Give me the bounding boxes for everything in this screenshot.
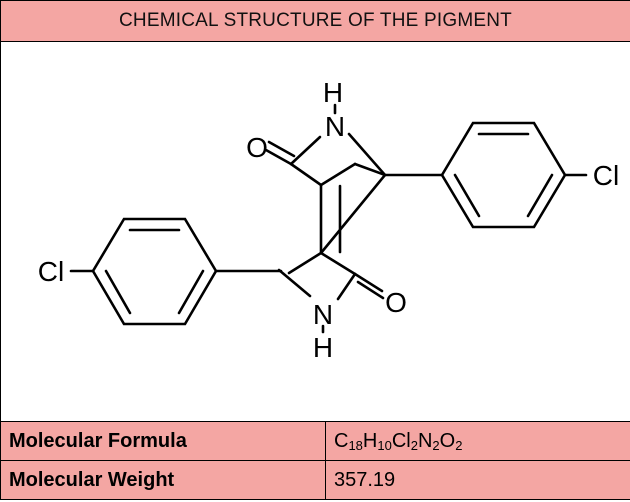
table-title: CHEMICAL STRUCTURE OF THE PIGMENT xyxy=(0,0,630,42)
header-row: CHEMICAL STRUCTURE OF THE PIGMENT xyxy=(0,0,630,42)
chemical-structure-diagram: H N O N H O Cl Cl xyxy=(38,77,619,363)
pyrrole-core xyxy=(264,103,387,334)
formula-element-o: O xyxy=(439,429,456,452)
formula-count-cl: 2 xyxy=(410,437,418,453)
structure-row: H N O N H O Cl Cl xyxy=(0,41,630,422)
formula-count-c: 18 xyxy=(348,437,363,453)
formula-element-c: C xyxy=(334,429,349,452)
formula-element-h: H xyxy=(362,429,378,452)
formula-label: Molecular Formula xyxy=(0,421,326,461)
chlorophenyl-right xyxy=(383,121,588,229)
atom-cl-right: Cl xyxy=(593,160,619,191)
formula-count-n: 2 xyxy=(432,437,440,453)
formula-element-cl: Cl xyxy=(391,429,411,452)
weight-value: 357.19 xyxy=(325,460,630,500)
formula-count-o: 2 xyxy=(455,437,463,453)
structure-image-cell: H N O N H O Cl Cl xyxy=(0,41,630,422)
atom-h-top: H xyxy=(323,77,343,108)
weight-row: Molecular Weight 357.19 xyxy=(0,460,630,500)
formula-element-n: N xyxy=(417,429,433,452)
formula-value: C18H10Cl2N2O2 xyxy=(325,421,630,461)
atom-o-bottom: O xyxy=(385,287,407,318)
atom-h-bottom: H xyxy=(313,332,333,363)
atom-n-bottom: N xyxy=(313,299,333,330)
formula-row: Molecular Formula C18H10Cl2N2O2 xyxy=(0,421,630,461)
chlorophenyl-left xyxy=(69,217,283,326)
formula-count-h: 10 xyxy=(377,437,392,453)
atom-n-top: N xyxy=(325,111,345,142)
atom-o-top: O xyxy=(246,132,268,163)
weight-label: Molecular Weight xyxy=(0,460,326,500)
atom-cl-left: Cl xyxy=(38,256,64,287)
